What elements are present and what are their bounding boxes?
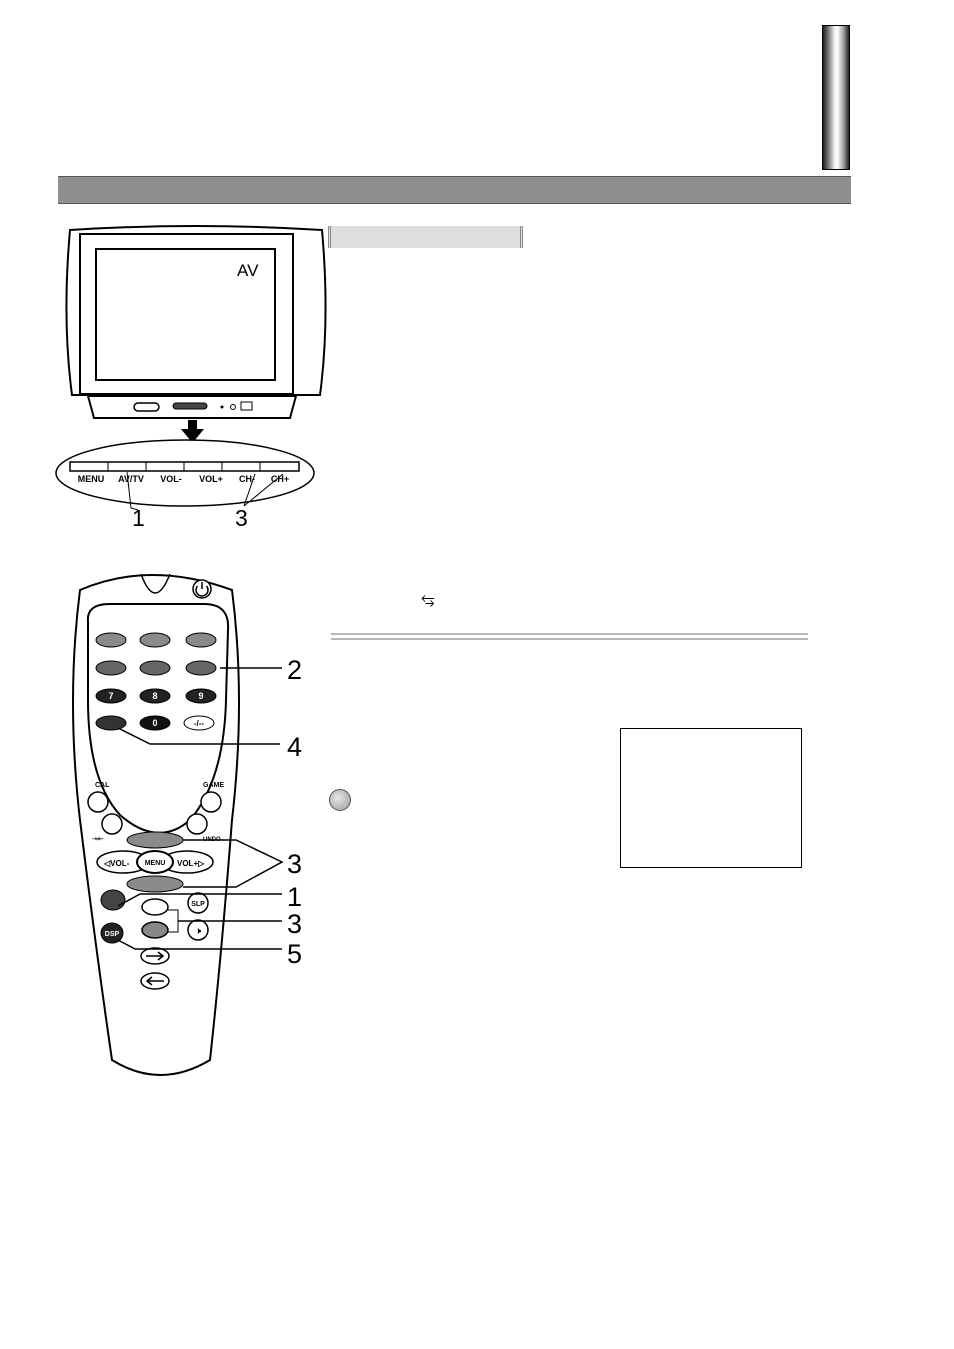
callout-line-3b — [243, 473, 284, 507]
callout-number: 3 — [235, 505, 248, 531]
callout-number: 5 — [287, 939, 302, 969]
power-icon — [195, 585, 209, 597]
channel-down-button — [126, 875, 184, 893]
keypad-button — [95, 632, 127, 648]
callout-line-1 — [126, 471, 139, 511]
callout-line-1 — [117, 893, 282, 907]
game-button — [200, 791, 222, 813]
keypad-button — [139, 632, 171, 648]
swap-icon: ⥃ — [421, 589, 435, 608]
callout-number: 3 — [287, 909, 302, 939]
keypad-button — [139, 715, 171, 731]
tv-control-door — [172, 402, 208, 410]
remote-button — [186, 813, 208, 835]
keypad-label: 0 — [152, 718, 157, 728]
keypad-button — [139, 688, 171, 704]
note-icon — [329, 789, 351, 811]
panel-button-av-tv: AV/TV — [118, 474, 144, 484]
arrow-right-icon — [146, 951, 165, 961]
keypad-button — [185, 660, 217, 676]
callout-line-5 — [117, 939, 282, 950]
vol-minus-label: ◁VOL- — [103, 859, 130, 868]
tv-power-switch — [240, 401, 253, 411]
tv-sensor — [230, 404, 236, 410]
keypad-button — [95, 688, 127, 704]
av-tv-button — [100, 889, 126, 911]
section-header-bar — [58, 176, 851, 204]
rewind-icon: ⇥⇤ — [92, 836, 104, 843]
callout-number: 4 — [287, 732, 302, 762]
panel-button-vol-minus: VOL- — [160, 474, 182, 484]
keypad-button — [185, 688, 217, 704]
dsp-button — [100, 922, 124, 944]
tv-screen — [95, 248, 276, 381]
channel-up-button — [126, 831, 184, 849]
tv-speaker-grille — [133, 402, 160, 412]
panel-button-menu: MENU — [78, 474, 105, 484]
panel-button-vol-plus: VOL+ — [199, 474, 223, 484]
cal-button — [87, 791, 109, 813]
on-screen-display-box — [620, 728, 802, 868]
remote-button — [101, 813, 123, 835]
keypad-label: -/-- — [194, 719, 205, 728]
tv-indicator-dot — [220, 405, 224, 409]
keypad-button — [183, 715, 215, 731]
keypad-label: 7 — [108, 691, 113, 701]
arrow-down-icon — [188, 420, 197, 430]
arrow-left-icon — [145, 976, 164, 986]
keypad-button — [185, 632, 217, 648]
callout-number: 1 — [287, 882, 302, 912]
callout-number: 3 — [287, 849, 302, 879]
arrow-down-icon-head — [181, 429, 204, 443]
sleep-button — [187, 892, 209, 914]
remote-ir-window — [140, 573, 171, 594]
menu-label: MENU — [145, 860, 166, 867]
remote-button — [141, 898, 169, 916]
panel-button-ch-minus: CH- — [239, 474, 255, 484]
vol-plus-label: VOL+▷ — [177, 859, 205, 868]
chapter-side-tab — [822, 25, 850, 170]
menu-button — [136, 850, 174, 874]
keypad: 7 8 9 0 -/-- — [95, 632, 217, 731]
callout-line-4 — [117, 727, 280, 745]
keypad-button — [139, 660, 171, 676]
subsection-header-bar — [328, 226, 523, 248]
callout-number: 1 — [132, 505, 145, 531]
game-label: GAME — [203, 782, 224, 789]
mute-button — [187, 919, 209, 941]
tv-screen-label: AV — [237, 261, 259, 280]
section-divider — [331, 633, 808, 640]
dsp-label: DSP — [105, 931, 120, 938]
keypad-button — [95, 715, 127, 731]
callout-number: 2 — [287, 655, 302, 685]
callout-line-3a — [243, 473, 256, 507]
keypad-label: 9 — [198, 691, 203, 701]
keypad-button — [95, 660, 127, 676]
slp-label: SLP — [191, 901, 205, 908]
callout-line-3 — [183, 839, 284, 888]
mute-icon: 🕨 — [195, 926, 202, 937]
remote-button — [141, 921, 169, 939]
keypad-label: 8 — [152, 691, 157, 701]
cal-label: CAL — [95, 782, 110, 789]
panel-button-ch-plus: CH+ — [271, 474, 289, 484]
